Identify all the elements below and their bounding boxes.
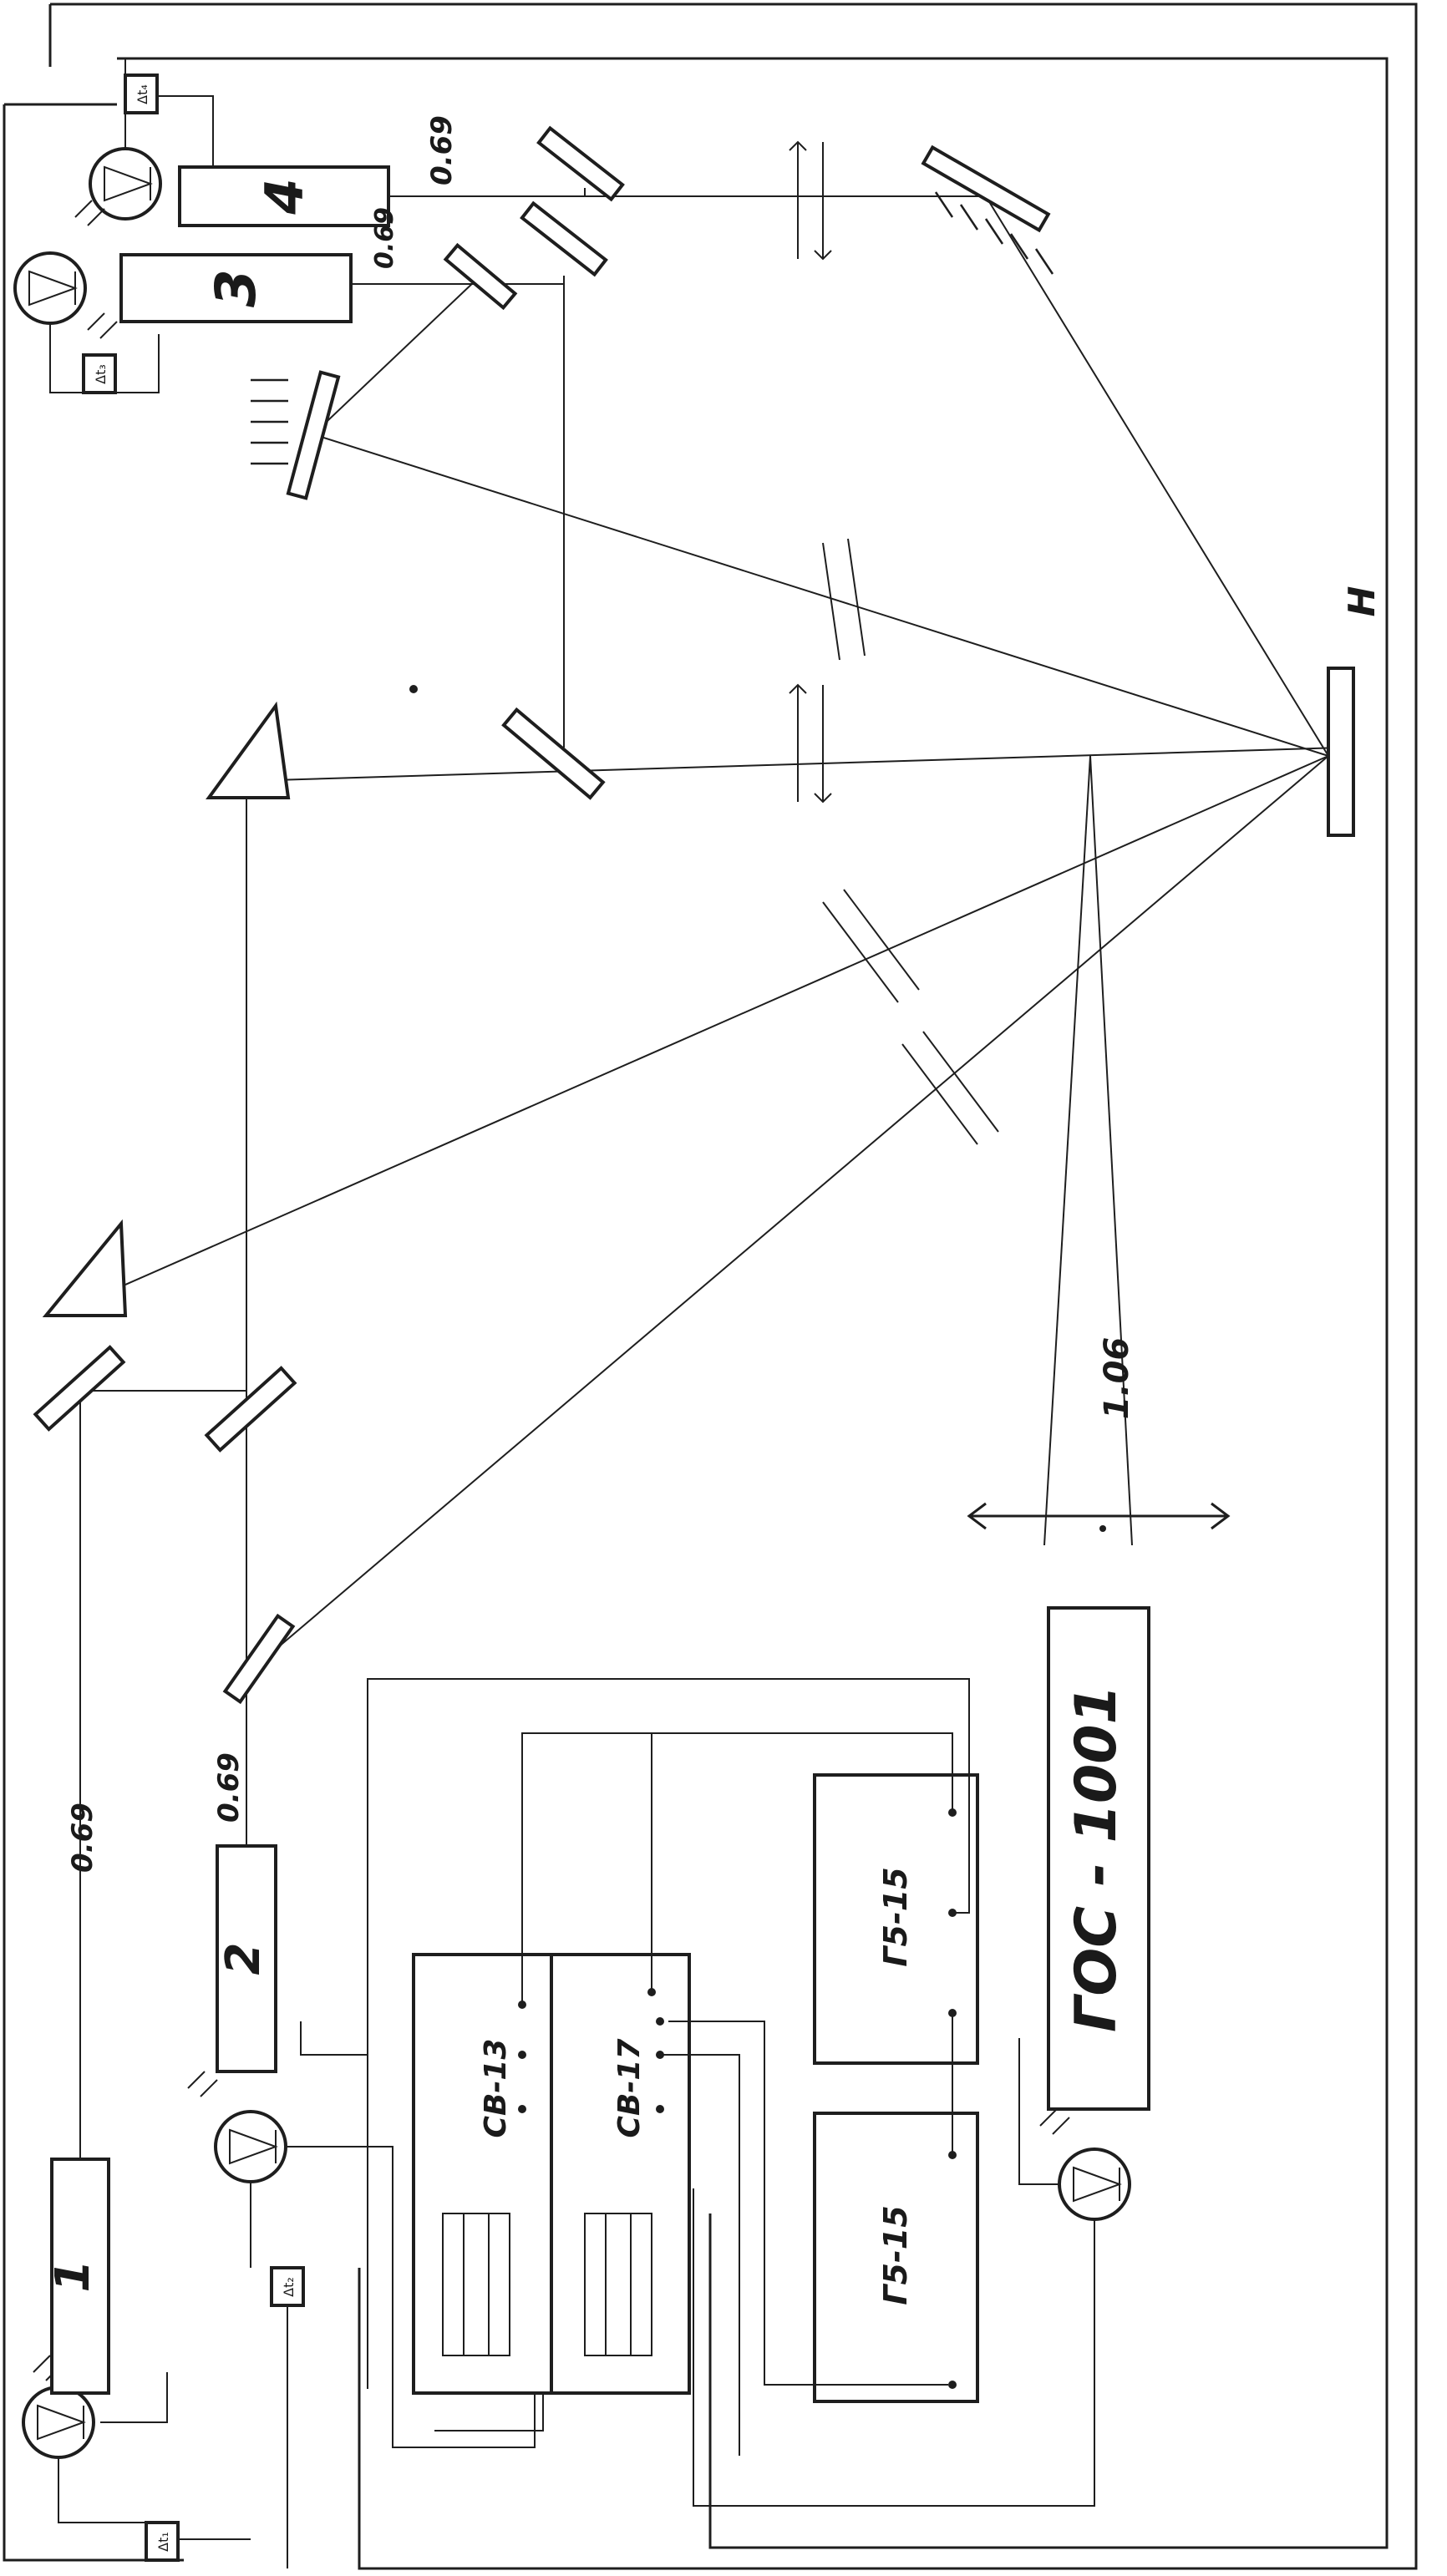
laser-2: 2 <box>216 1844 277 2073</box>
splitter-plate <box>33 1345 126 1432</box>
target-label: H <box>1341 586 1384 617</box>
prism-upper <box>206 701 291 799</box>
generator-2-label: Г5-15 <box>877 2205 914 2305</box>
meter-sv13: СВ-13 <box>412 1953 553 2395</box>
splitter-plate <box>520 200 608 277</box>
wavelength-laser-2: 0.69 <box>212 1752 246 1823</box>
delay-label-2: Δt₂ <box>281 2277 297 2297</box>
wavelength-laser-1: 0.69 <box>66 1803 99 1873</box>
photodetector-icon <box>187 2071 287 2183</box>
splitter-plate <box>501 707 606 800</box>
mirror-upper-left <box>251 370 341 500</box>
meter-sv17: СВ-17 <box>550 1953 691 2395</box>
lens-icon <box>789 683 832 804</box>
laser-1-label: 1 <box>46 2260 100 2293</box>
laser-3: 3 <box>119 253 353 323</box>
splitter-plate <box>443 242 518 311</box>
delay-box-4 <box>124 74 159 114</box>
target-h: H <box>1327 586 1384 837</box>
lens-icon <box>822 889 920 1003</box>
lens-icon <box>901 1031 999 1145</box>
delay-box-3 <box>82 353 117 394</box>
laser-4-label: 4 <box>254 178 315 215</box>
lens-icon <box>789 140 832 261</box>
outer-wiring-frame <box>3 3 1418 2570</box>
photodetector-icon <box>74 147 162 226</box>
laser-2-label: 2 <box>216 1943 271 1975</box>
delay-label-1: Δt₁ <box>155 2532 171 2552</box>
splitter-plate <box>204 1366 297 1453</box>
laser-3-label: 3 <box>204 269 268 307</box>
generator-1-label: Г5-15 <box>877 1867 914 1966</box>
delay-box-2 <box>270 2266 305 2307</box>
wavelength-laser-3: 0.69 <box>370 207 399 269</box>
delay-label-4: Δt₄ <box>135 84 150 104</box>
generator-g5-15-b: Г5-15 <box>813 2112 979 2403</box>
photodetector-icon <box>13 251 118 339</box>
wavelength-gos: 1.06 <box>1098 1337 1136 1420</box>
gos-label: ГОС - 1001 <box>1064 1685 1130 2032</box>
beam-paths <box>79 188 1342 2159</box>
delay-label-3: Δt₃ <box>93 364 109 384</box>
signal-wires <box>49 58 1095 2568</box>
delay-box-1 <box>145 2521 180 2562</box>
mirror-upper-right <box>921 145 1054 275</box>
laser-1: 1 <box>46 2158 110 2395</box>
gos-beam-marker: 1.06 <box>967 1337 1231 1530</box>
gos-1001-laser: ГОС - 1001 <box>1047 1606 1150 2111</box>
lens-icon <box>822 538 866 661</box>
prism-lower <box>42 1219 128 1317</box>
splitter-plate <box>536 125 625 202</box>
meter-2-label: СВ-17 <box>612 2039 647 2138</box>
meter-1-label: СВ-13 <box>479 2039 513 2138</box>
splitter-plate <box>222 1613 296 1705</box>
laser-4: 4 <box>178 165 390 227</box>
instrument-wiring <box>367 685 1106 2456</box>
wavelength-laser-4: 0.69 <box>425 115 459 185</box>
photodetector-icon <box>1039 2108 1131 2221</box>
